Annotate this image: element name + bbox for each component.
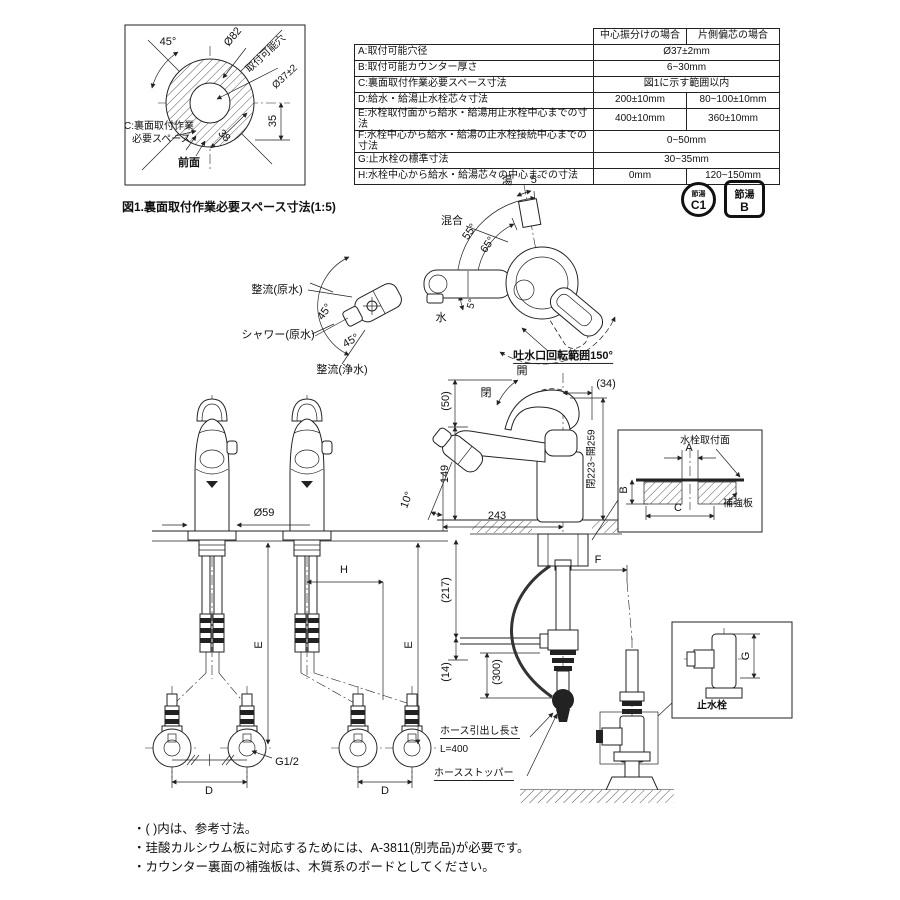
eco-b-badge: 節湯 B	[724, 180, 765, 218]
dim50-label: (50)	[439, 391, 452, 411]
eco-b-badge-label: 節湯	[734, 189, 755, 201]
cold-label: 水	[435, 311, 447, 324]
fig1-drawing	[124, 24, 306, 186]
c-dim-label: C	[674, 501, 682, 514]
fig1-angle45-label: 45°	[159, 35, 177, 48]
dim243-label: 243	[487, 509, 507, 522]
side-view-drawing	[427, 373, 633, 777]
fig1-c-space-label: C:裏面取付作業	[124, 121, 194, 132]
footnote-line: ・( )内は、参考寸法。	[133, 822, 258, 836]
g-half-label: G1/2	[275, 755, 299, 768]
footnote-line: ・珪酸カルシウム板に対応するためには、A-3811(別売品)が必要です。	[133, 841, 530, 855]
g-dim-label: G	[739, 651, 752, 661]
top-view-drawing	[423, 184, 616, 365]
spec-col1-header: 中心振分けの場合	[593, 28, 687, 45]
spec-col2-header: 片側偏芯の場合	[686, 28, 780, 45]
mix-label: 混合	[441, 214, 463, 227]
fig1-dim35-label: 35	[266, 114, 279, 128]
stop-valve-label: 止水栓	[697, 700, 727, 712]
stream-pure-label: 整流(浄水)	[316, 363, 368, 376]
f-dim-label: F	[594, 553, 602, 566]
b-dim-label: B	[617, 486, 630, 494]
eco-c1-badge-label: 節湯	[691, 190, 706, 198]
hose-length-value: L=400	[440, 744, 469, 755]
dim300-label: (300)	[490, 659, 503, 685]
hose-length-label: ホース引出し長さ	[440, 726, 520, 739]
lever-range-label: 閉223~開259	[586, 429, 598, 489]
fig1-c-space-label2: 必要スペース	[132, 134, 191, 145]
dia59-label: Ø59	[253, 506, 275, 519]
hot-label: 湯	[501, 174, 513, 187]
e1-dim-label: E	[252, 641, 265, 649]
table-row: C:裏面取付作業必要スペース寸法図1に示す範囲以内	[354, 76, 780, 93]
lever-open-label: 開	[516, 364, 528, 377]
spray-mode-drawing	[307, 256, 402, 365]
front-view-drawing	[144, 394, 448, 788]
h-dim-label: H	[340, 563, 348, 576]
stop-valve-drawing	[520, 621, 793, 803]
footnotes: ・( )内は、参考寸法。 ・珪酸カルシウム板に対応するためには、A-3811(別…	[133, 820, 529, 877]
fig1-caption: 図1.裏面取付作業必要スペース寸法(1:5)	[122, 200, 336, 214]
d2-dim-label: D	[381, 784, 389, 797]
mount-surface-label: 水栓取付面	[680, 435, 730, 447]
d1-dim-label: D	[205, 784, 213, 797]
board-label: 補強板	[723, 498, 753, 510]
mount-inset-drawing	[617, 429, 763, 533]
a-dim-label: A	[685, 441, 693, 454]
e2-dim-label: E	[402, 641, 415, 649]
rotation-range-label: 吐水口回転範囲150°	[513, 350, 613, 365]
dim217-label: (217)	[439, 577, 452, 603]
fig1-front-label: 前面	[178, 156, 200, 169]
dim149-label: 149	[438, 464, 451, 484]
footnote-line: ・カウンター裏面の補強板は、木質系のボードとしてください。	[133, 860, 495, 874]
hot-angle-label: 5°	[530, 173, 542, 186]
hose-stopper-label: ホースストッパー	[434, 768, 514, 781]
lever-close-label: 閉	[480, 386, 492, 399]
shower-raw-label: シャワー(原水)	[241, 328, 315, 341]
stream-raw-label: 整流(原水)	[251, 283, 303, 296]
dim34-label: (34)	[596, 377, 616, 390]
eco-c1-badge: 節湯 C1	[681, 182, 716, 217]
dim14-label: (14)	[439, 662, 452, 682]
